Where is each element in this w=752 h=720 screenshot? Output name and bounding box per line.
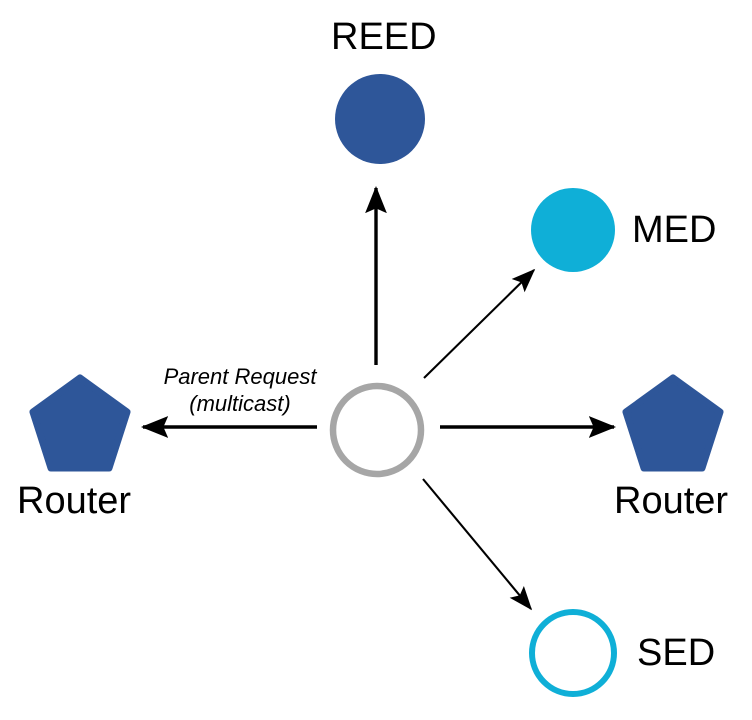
edge-label-parent-request: Parent Request (multicast) (155, 364, 325, 418)
nodes-layer (29, 74, 724, 697)
edges-layer (140, 185, 617, 611)
node-label-sed: SED (637, 632, 716, 674)
node-joining-device[interactable] (329, 382, 425, 478)
node-label-router-right: Router (614, 480, 729, 522)
edge-to-sed (422, 478, 533, 611)
node-router-left[interactable] (29, 374, 131, 472)
node-label-reed: REED (331, 16, 437, 58)
node-router-right[interactable] (622, 374, 724, 472)
edge-label-line-2: (multicast) (189, 390, 291, 416)
node-reed[interactable] (335, 74, 425, 164)
node-sed[interactable] (529, 609, 617, 697)
node-label-router-left: Router (17, 480, 132, 522)
edge-to-med (423, 268, 536, 379)
edge-label-line-1: Parent Request (163, 364, 317, 389)
node-med[interactable] (531, 188, 615, 272)
node-label-med: MED (632, 209, 717, 251)
